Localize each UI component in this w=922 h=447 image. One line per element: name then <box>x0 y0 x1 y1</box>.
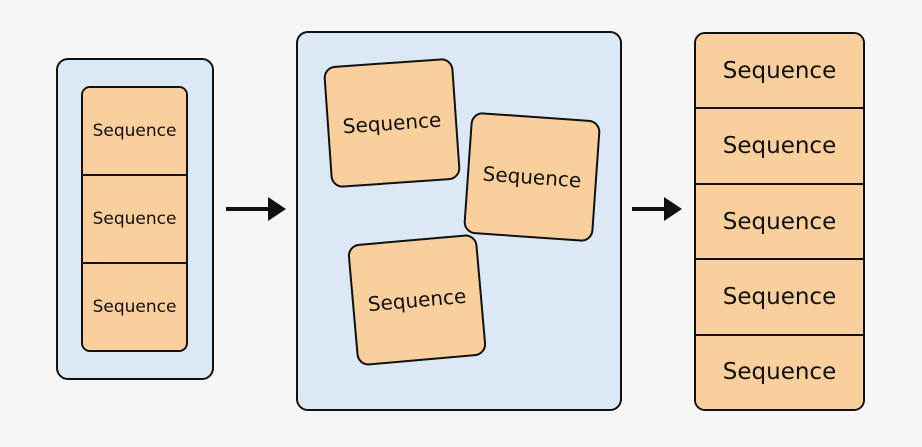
sequence-block: Sequence <box>696 335 863 409</box>
sequence-card: Sequence <box>462 111 602 243</box>
sequence-block: Sequence <box>696 260 863 336</box>
stage1-sequence-stack: Sequence Sequence Sequence <box>81 86 188 352</box>
sequence-block: Sequence <box>696 109 863 185</box>
sequence-block: Sequence <box>83 264 186 350</box>
arrow-right-icon <box>632 197 682 221</box>
sequence-card: Sequence <box>322 57 462 189</box>
sequence-block: Sequence <box>696 34 863 110</box>
sequence-block: Sequence <box>83 176 186 264</box>
sequence-card: Sequence <box>346 233 488 367</box>
sequence-block: Sequence <box>83 88 186 176</box>
arrow-right-icon <box>226 197 286 221</box>
stage3-sequence-stack: Sequence Sequence Sequence Sequence Sequ… <box>694 32 865 411</box>
sequence-block: Sequence <box>696 184 863 261</box>
